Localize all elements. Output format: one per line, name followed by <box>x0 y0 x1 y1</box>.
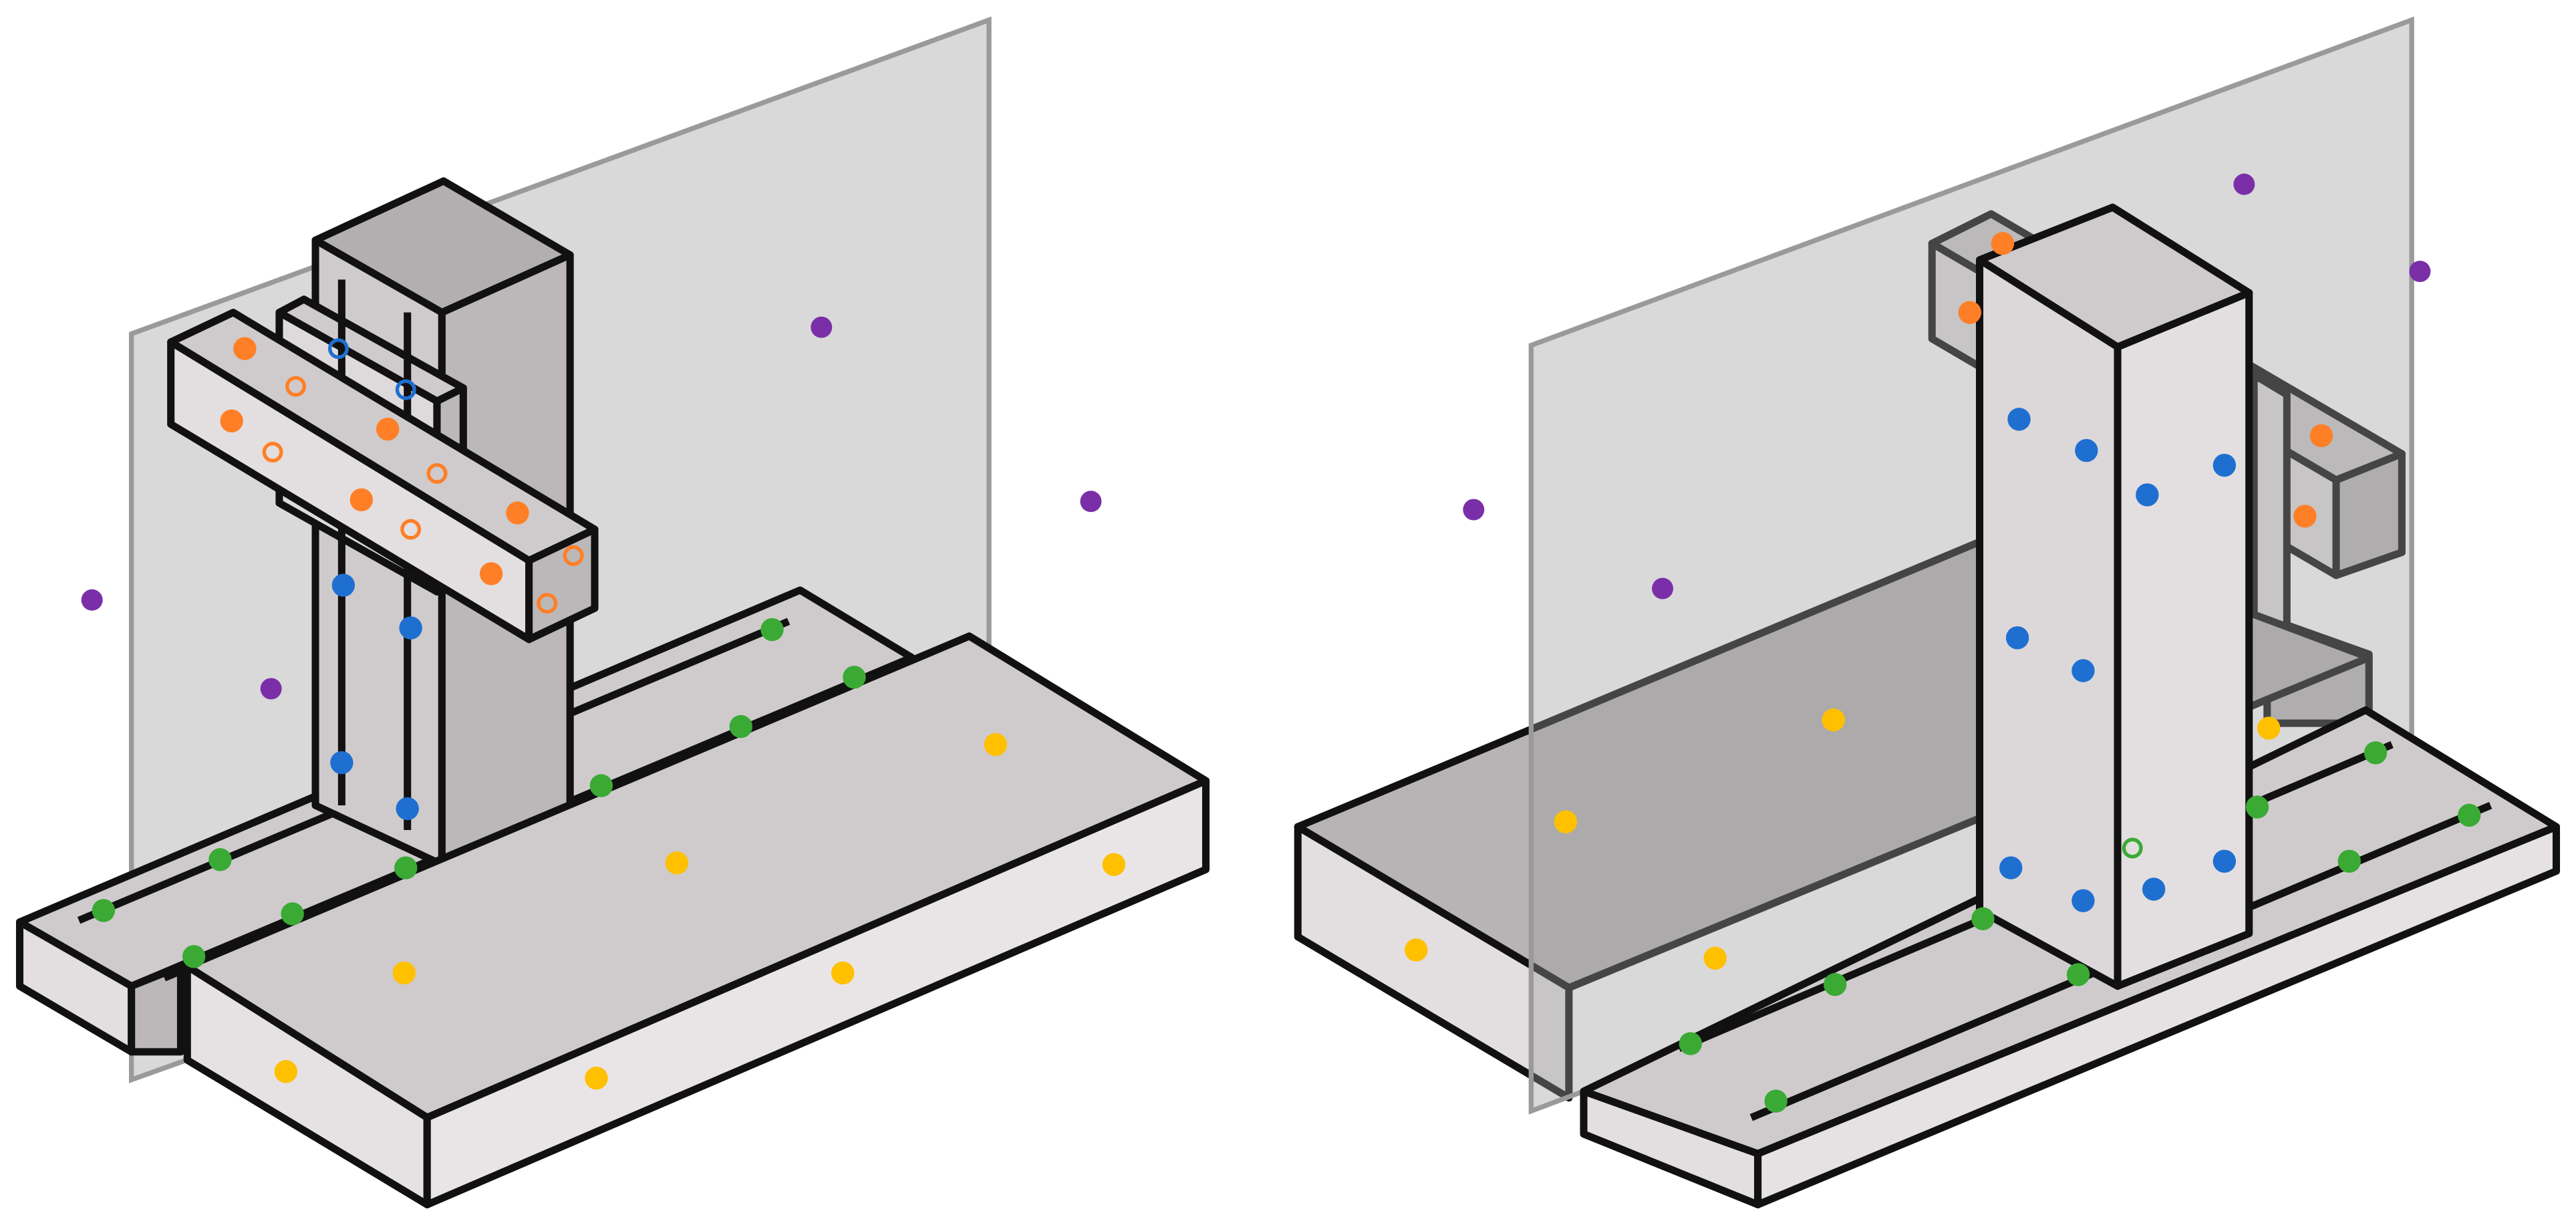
green-marker <box>182 945 206 968</box>
orange-hollow-marker <box>537 593 558 614</box>
blue-marker <box>330 751 353 775</box>
green-marker <box>2337 849 2361 873</box>
green-marker <box>589 774 613 797</box>
blue-marker <box>331 573 355 597</box>
blue-marker <box>1999 856 2023 879</box>
blue-marker <box>2071 889 2095 912</box>
blue-marker <box>2136 483 2159 507</box>
blue-hollow-marker <box>395 379 416 400</box>
blue-hollow-marker <box>327 338 349 360</box>
purple-marker <box>2233 173 2255 195</box>
green-marker <box>2457 803 2481 827</box>
purple-marker <box>2409 261 2431 283</box>
orange-hollow-marker <box>563 545 584 566</box>
orange-marker <box>2309 424 2333 448</box>
yellow-marker <box>665 851 689 875</box>
blue-marker <box>2075 438 2098 462</box>
markers-layer <box>81 173 2481 1113</box>
blue-marker <box>2212 453 2237 477</box>
orange-hollow-marker <box>262 442 283 463</box>
green-marker <box>843 666 866 689</box>
orange-hollow-marker <box>426 462 448 484</box>
green-marker <box>208 848 232 871</box>
green-marker <box>2066 963 2090 986</box>
orange-marker <box>376 417 400 441</box>
yellow-marker <box>1405 938 1428 962</box>
green-marker <box>1823 972 1847 996</box>
green-marker <box>760 618 784 642</box>
purple-marker <box>811 316 833 338</box>
blue-marker <box>396 797 419 821</box>
orange-marker <box>1991 232 2015 255</box>
green-marker <box>2245 795 2269 819</box>
purple-marker <box>1080 491 1102 513</box>
orange-marker <box>1958 301 1982 324</box>
yellow-marker <box>831 961 855 985</box>
green-marker <box>729 714 753 738</box>
orange-marker <box>349 488 374 512</box>
blue-marker <box>399 616 422 640</box>
green-marker <box>92 899 116 922</box>
orange-hollow-marker <box>285 376 307 397</box>
yellow-marker <box>392 961 416 985</box>
left-panel <box>15 16 1210 1209</box>
blue-marker <box>2005 626 2029 650</box>
purple-marker <box>1463 499 1485 521</box>
orange-marker <box>506 501 529 525</box>
green-hollow-marker <box>2122 837 2143 859</box>
blue-marker <box>2071 659 2095 682</box>
green-marker <box>1764 1089 1787 1113</box>
yellow-marker <box>1822 708 1845 732</box>
green-marker <box>281 902 304 926</box>
blue-marker <box>2007 408 2031 431</box>
yellow-marker <box>1554 810 1578 833</box>
left-front-base <box>183 632 1210 1209</box>
orange-marker <box>233 337 257 360</box>
blue-marker <box>2212 849 2237 873</box>
orange-marker <box>220 409 243 433</box>
green-marker <box>394 856 418 879</box>
green-marker <box>1971 907 1995 930</box>
purple-marker <box>1652 577 1674 599</box>
yellow-marker <box>2257 716 2281 740</box>
blue-marker <box>2142 877 2166 901</box>
green-marker <box>2364 741 2388 765</box>
yellow-marker <box>984 732 1008 757</box>
purple-marker <box>81 589 103 611</box>
right-panel <box>1294 16 2561 1209</box>
green-marker <box>1679 1032 1703 1055</box>
yellow-marker <box>585 1067 608 1090</box>
orange-marker <box>2293 505 2317 528</box>
orange-hollow-marker <box>400 519 422 540</box>
yellow-marker <box>1703 946 1727 970</box>
yellow-marker <box>1102 853 1126 876</box>
purple-marker <box>260 678 282 700</box>
orange-marker <box>479 562 503 585</box>
yellow-marker <box>274 1060 297 1083</box>
